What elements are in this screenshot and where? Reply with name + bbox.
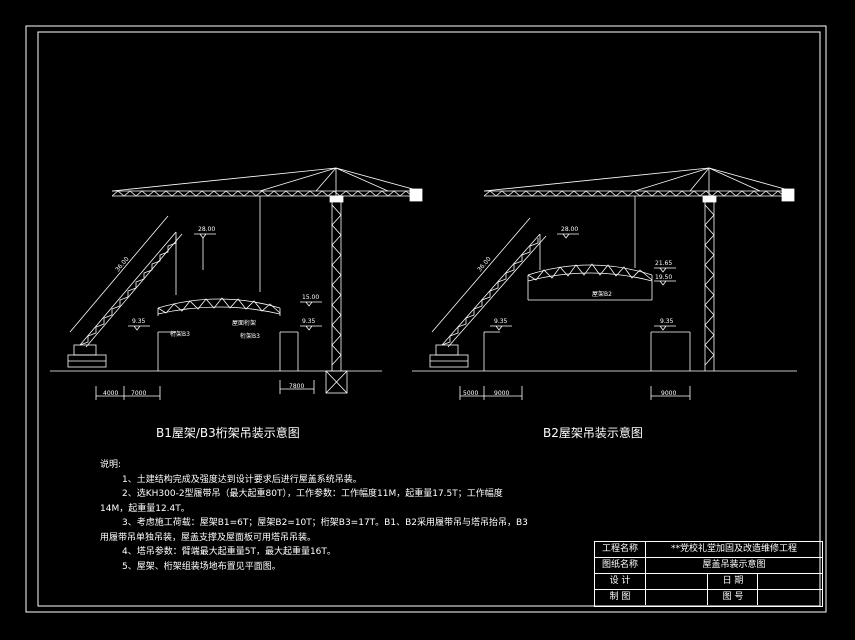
crawler-crane-left bbox=[67, 215, 183, 368]
title-row-project: 工程名称 **党校礼堂加固及改造维修工程 bbox=[595, 542, 822, 558]
left-truss-label: 屋面桁架 bbox=[232, 319, 256, 327]
left-label-b: 桁架B3 bbox=[240, 332, 260, 340]
roof-truss-left bbox=[157, 297, 281, 316]
note-line: 2、选KH300-2型履带吊（最大起重80T），工作参数：工作幅度11M，起重量… bbox=[122, 489, 503, 499]
note-line: 1、土建结构完成及强度达到设计要求后进行屋盖系统吊装。 bbox=[122, 474, 362, 485]
left-hook-height: 28.00 bbox=[198, 226, 215, 233]
left-dim-b: 7000 bbox=[131, 390, 146, 397]
outer-border bbox=[25, 25, 827, 613]
left-label-a: 桁架B3 bbox=[170, 330, 190, 338]
right-height-top2: 19.50 bbox=[655, 274, 672, 281]
right-height-wall: 9.35 bbox=[494, 318, 508, 325]
right-elevation bbox=[412, 167, 797, 400]
draw-label: 制 图 bbox=[609, 592, 631, 602]
title-row-draw: 制 图 图 号 bbox=[595, 590, 822, 605]
note-line: 4、塔吊参数：臂端最大起重量5T，最大起重量16T。 bbox=[122, 547, 336, 557]
crawler-crane-right bbox=[429, 217, 547, 368]
date-label: 日 期 bbox=[707, 574, 758, 589]
left-caption: B1屋架/B3桁架吊装示意图 bbox=[156, 426, 300, 440]
right-height-top: 21.65 bbox=[655, 260, 672, 267]
roof-truss-right bbox=[527, 263, 653, 301]
right-caption: B2屋架吊装示意图 bbox=[543, 426, 643, 440]
project-label: 工程名称 bbox=[601, 544, 638, 554]
design-label: 设 计 bbox=[609, 576, 631, 586]
right-right-height: 9.35 bbox=[660, 318, 674, 325]
project-value: **党校礼堂加固及改造维修工程 bbox=[645, 542, 822, 557]
left-dim-c: 7800 bbox=[289, 383, 304, 390]
left-elevation bbox=[50, 167, 423, 400]
note-line: 5、屋架、桁架组装场地布置见平面图。 bbox=[122, 561, 281, 572]
drawing-value: 屋盖吊装示意图 bbox=[645, 558, 822, 573]
note-line: 用履带吊单独吊装，屋盖支撑及屋面板可用塔吊吊装。 bbox=[100, 532, 317, 543]
left-height-top: 15.00 bbox=[302, 294, 319, 301]
tower-crane-right bbox=[483, 167, 795, 371]
inner-border bbox=[37, 31, 821, 607]
draw-value bbox=[645, 590, 708, 605]
number-value bbox=[757, 590, 822, 605]
left-boom-length: 36.00 bbox=[114, 255, 131, 273]
note-line: 3、考虑施工荷载：屋架B1=6T；屋架B2=10T；桁架B3=17T。B1、B2… bbox=[122, 518, 528, 528]
left-dim-a: 4000 bbox=[103, 390, 118, 397]
left-right-height: 9.35 bbox=[302, 318, 316, 325]
notes-block: 说明: 1、土建结构完成及强度达到设计要求后进行屋盖系统吊装。 2、选KH300… bbox=[100, 458, 560, 574]
right-dim-c: 9000 bbox=[661, 390, 676, 397]
title-row-design: 设 计 日 期 bbox=[595, 574, 822, 590]
tower-crane-left bbox=[111, 167, 423, 394]
title-block: 工程名称 **党校礼堂加固及改造维修工程 图纸名称 屋盖吊装示意图 设 计 日 … bbox=[594, 541, 823, 607]
drawing-label: 图纸名称 bbox=[601, 560, 638, 570]
title-row-drawing: 图纸名称 屋盖吊装示意图 bbox=[595, 558, 822, 574]
notes-title: 说明: bbox=[100, 460, 122, 470]
date-value bbox=[757, 574, 822, 589]
right-truss-label: 屋架B2 bbox=[592, 290, 612, 298]
right-dim-a: 5000 bbox=[463, 390, 478, 397]
note-line: 14M，起重量12.4T。 bbox=[100, 503, 190, 514]
design-value bbox=[645, 574, 708, 589]
right-dim-b: 9000 bbox=[494, 390, 509, 397]
right-hook-height: 28.00 bbox=[561, 226, 578, 233]
left-height-wall: 9.35 bbox=[132, 318, 146, 325]
number-label: 图 号 bbox=[707, 590, 758, 605]
